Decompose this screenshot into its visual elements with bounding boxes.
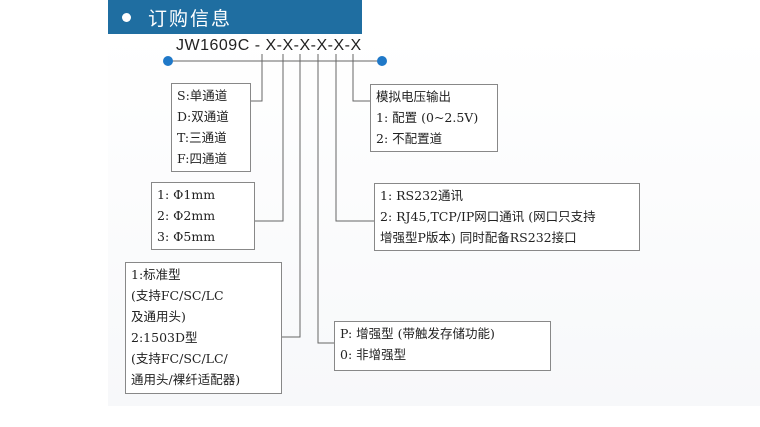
connector-diameter xyxy=(255,54,284,222)
connector-analog xyxy=(352,54,370,102)
section-title: 订购信息 xyxy=(148,7,233,30)
connector-channels xyxy=(250,54,263,102)
model-separator: - xyxy=(249,37,266,54)
connector-enhance xyxy=(317,54,334,344)
diameter-option: 2: Φ2mm xyxy=(157,208,216,223)
diameter-option: 3: Φ5mm xyxy=(157,229,216,244)
channels-box: S:单通道 D:双通道 T:三通道 F:四通道 xyxy=(171,83,251,172)
type-option: (支持FC/SC/LC/ xyxy=(131,351,228,366)
type-option: 及通用头) xyxy=(131,309,186,324)
type-option: 2:1503D型 xyxy=(131,330,198,345)
enhance-option: P: 增强型 (带触发存储功能) xyxy=(340,326,495,341)
section-header: 订购信息 xyxy=(108,0,362,34)
analog-option: 2: 不配置道 xyxy=(376,131,443,146)
connector-comm xyxy=(335,54,374,222)
connector-type xyxy=(282,54,301,338)
type-option: 通用头/裸纤适配器) xyxy=(131,372,241,387)
endpoint-left-icon xyxy=(163,56,173,66)
bullet-icon xyxy=(122,12,131,22)
enhance-box: P: 增强型 (带触发存储功能) 0: 非增强型 xyxy=(334,321,551,371)
channels-option: D:双通道 xyxy=(177,109,229,124)
model-code: JW1609C - X-X-X-X-X-X xyxy=(176,37,362,55)
type-option: 1:标准型 xyxy=(131,267,181,282)
type-box: 1:标准型 (支持FC/SC/LC 及通用头) 2:1503D型 (支持FC/S… xyxy=(125,262,282,394)
channels-option: S:单通道 xyxy=(177,88,228,103)
diameter-option: 1: Φ1mm xyxy=(157,187,216,202)
model-prefix: JW1609C xyxy=(176,37,250,54)
comm-option: 1: RS232通讯 xyxy=(380,188,463,203)
analog-box: 模拟电压输出 1: 配置 (0~2.5V) 2: 不配置道 xyxy=(370,84,498,152)
comm-option: 2: RJ45,TCP/IP网口通讯 (网口只支持 xyxy=(380,209,596,224)
analog-option: 1: 配置 (0~2.5V) xyxy=(376,110,479,125)
comm-option: 增强型P版本) 同时配备RS232接口 xyxy=(380,230,577,245)
endpoint-right-icon xyxy=(377,56,387,66)
model-placeholders: X-X-X-X-X-X xyxy=(265,37,362,54)
channels-option: T:三通道 xyxy=(177,130,227,145)
enhance-option: 0: 非增强型 xyxy=(340,347,407,362)
channels-option: F:四通道 xyxy=(177,151,227,166)
comm-box: 1: RS232通讯 2: RJ45,TCP/IP网口通讯 (网口只支持 增强型… xyxy=(374,183,640,251)
diameter-box: 1: Φ1mm 2: Φ2mm 3: Φ5mm xyxy=(151,182,255,250)
analog-option: 模拟电压输出 xyxy=(376,89,452,104)
type-option: (支持FC/SC/LC xyxy=(131,288,224,303)
